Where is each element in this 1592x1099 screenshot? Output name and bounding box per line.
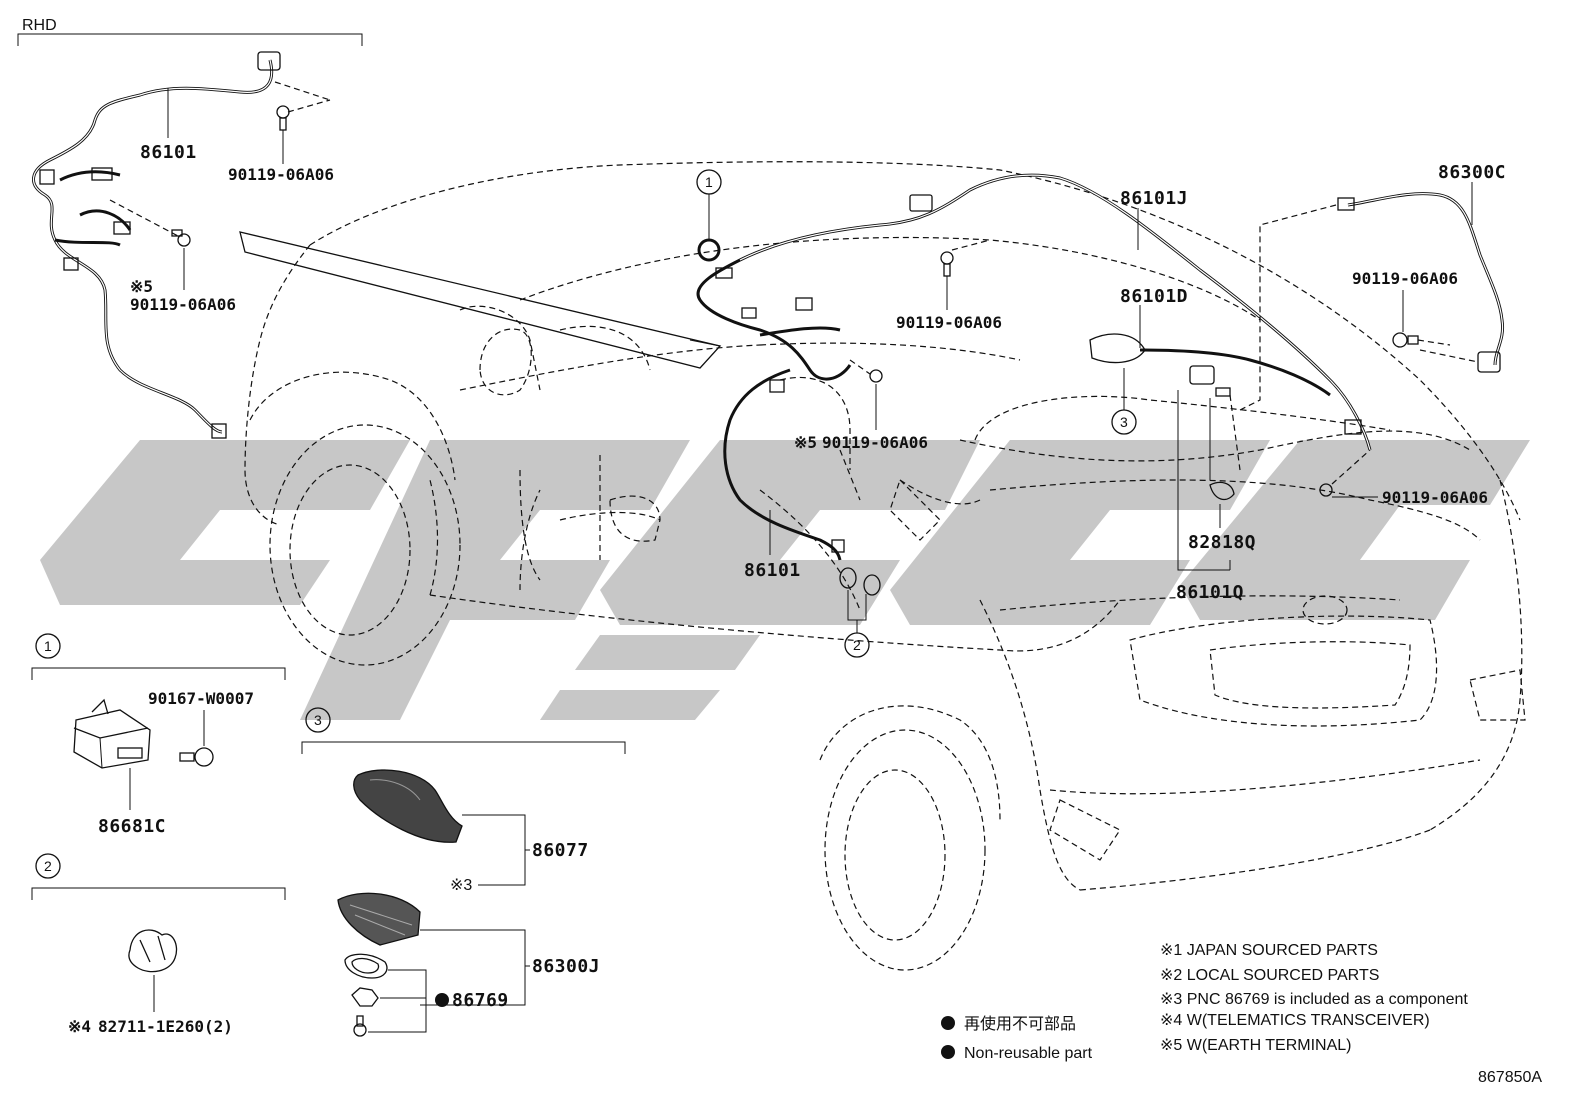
- note-line: ※3 PNC 86769 is included as a component: [1160, 991, 1468, 1008]
- label-86300C: 86300C: [1438, 162, 1506, 183]
- legend-en: Non-reusable part: [964, 1045, 1093, 1062]
- callout-3-roof: 3: [1120, 414, 1128, 430]
- note-line: ※1 JAPAN SOURCED PARTS: [1160, 942, 1378, 959]
- drawing-number: 867850A: [1478, 1069, 1542, 1086]
- note-5-mid: ※5: [794, 433, 817, 452]
- legend-dot-icon: [941, 1045, 955, 1059]
- note-3-antenna: ※3: [450, 877, 472, 894]
- note-line: ※5 W(EARTH TERMINAL): [1160, 1037, 1352, 1054]
- label-82818Q: 82818Q: [1188, 532, 1256, 553]
- wire-harness-roof: 86101J 86101D 82818Q 86101Q 86101 1 3 2: [696, 169, 1488, 658]
- vehicle-outline: [239, 161, 1526, 971]
- label-86101J: 86101J: [1120, 188, 1188, 209]
- label-90119-right-bot: 90119-06A06: [1382, 488, 1488, 507]
- callout-1-detail: 1: [44, 638, 52, 654]
- note-5-left: ※5: [130, 277, 153, 296]
- rhd-label: RHD: [22, 17, 57, 34]
- detail-1-group: 1 90167-W0007 86681C: [31, 633, 286, 837]
- detail-2-group: 2 ※4 82711-1E260(2): [31, 853, 286, 1036]
- callout-2-clip: 2: [853, 637, 861, 653]
- label-90119-left: 90119-06A06: [130, 295, 236, 314]
- notes-list: ※1 JAPAN SOURCED PARTS ※2 LOCAL SOURCED …: [1160, 942, 1468, 1054]
- label-82711: 82711-1E260(2): [98, 1017, 233, 1036]
- legend-dot-icon: [941, 1016, 955, 1030]
- label-90119-center: 90119-06A06: [896, 313, 1002, 332]
- note-line: ※2 LOCAL SOURCED PARTS: [1160, 967, 1379, 984]
- legend-jp: 再使用不可部品: [964, 1015, 1076, 1033]
- label-86101D: 86101D: [1120, 286, 1188, 307]
- label-86681C: 86681C: [98, 816, 166, 837]
- label-90167: 90167-W0007: [148, 689, 254, 708]
- label-90119-top: 90119-06A06: [228, 165, 334, 184]
- label-86300J: 86300J: [532, 956, 600, 977]
- wire-harness-86101-rhd: 86101 90119-06A06 ※5 90119-06A06: [32, 51, 334, 439]
- note-line: ※4 W(TELEMATICS TRANSCEIVER): [1160, 1012, 1430, 1029]
- label-86101-mid: 86101: [744, 560, 801, 581]
- label-86101Q: 86101Q: [1176, 582, 1244, 603]
- legend: 再使用不可部品 Non-reusable part: [941, 1015, 1093, 1062]
- detail-3-group: 3 86077 ※3 86300J 86769: [301, 707, 626, 1037]
- label-86769: 86769: [452, 990, 509, 1011]
- rhd-group: RHD: [17, 17, 363, 46]
- note-4: ※4: [68, 1017, 91, 1036]
- label-86101-top: 86101: [140, 142, 197, 163]
- label-90119-mid: 90119-06A06: [822, 433, 928, 452]
- callout-3-detail: 3: [314, 712, 322, 728]
- watermark-logo: [40, 440, 1530, 720]
- callout-2-detail: 2: [44, 858, 52, 874]
- label-90119-right-top: 90119-06A06: [1352, 269, 1458, 288]
- label-86077: 86077: [532, 840, 589, 861]
- wire-harness-86300C: 86300C 90119-06A06: [1239, 162, 1506, 411]
- callout-1-roof: 1: [705, 174, 713, 190]
